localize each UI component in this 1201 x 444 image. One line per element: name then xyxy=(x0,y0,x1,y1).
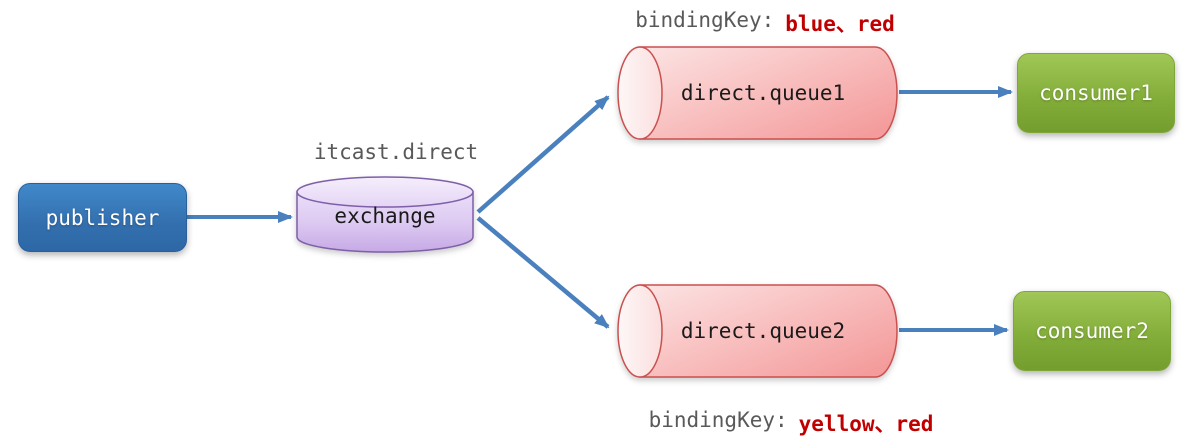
arrow-exchange-to-queue1 xyxy=(476,95,610,214)
queue2-cylinder xyxy=(617,284,898,378)
consumer1-label: consumer1 xyxy=(1039,81,1153,105)
queue1-binding-key-values: blue、red xyxy=(785,12,895,36)
queue1-cylinder-cap xyxy=(617,46,663,140)
consumer1-node: consumer1 xyxy=(1017,53,1175,133)
exchange-cylinder-top xyxy=(296,176,474,208)
arrow-exchange-to-queue2 xyxy=(476,216,610,329)
queue2-cylinder-body xyxy=(639,284,898,378)
exchange-cylinder-body xyxy=(296,191,474,253)
exchange-name-label: itcast.direct xyxy=(313,140,479,164)
consumer2-node: consumer2 xyxy=(1013,291,1171,371)
queue2-binding-key-label: bindingKey: yellow、red xyxy=(631,408,951,438)
consumer2-label: consumer2 xyxy=(1035,319,1149,343)
queue1-cylinder-body xyxy=(639,46,898,140)
queue2-binding-key-values: yellow、red xyxy=(798,412,934,436)
exchange-cylinder xyxy=(296,176,474,253)
queue1-binding-key-prefix: bindingKey: xyxy=(635,8,775,32)
queue2-binding-key-prefix: bindingKey: xyxy=(648,408,788,432)
queue2-cylinder-cap xyxy=(617,284,663,378)
publisher-label: publisher xyxy=(45,205,160,230)
queue1-binding-key-label: bindingKey: blue、red xyxy=(605,8,925,38)
queue1-cylinder xyxy=(617,46,898,140)
publisher-node: publisher xyxy=(18,183,187,252)
